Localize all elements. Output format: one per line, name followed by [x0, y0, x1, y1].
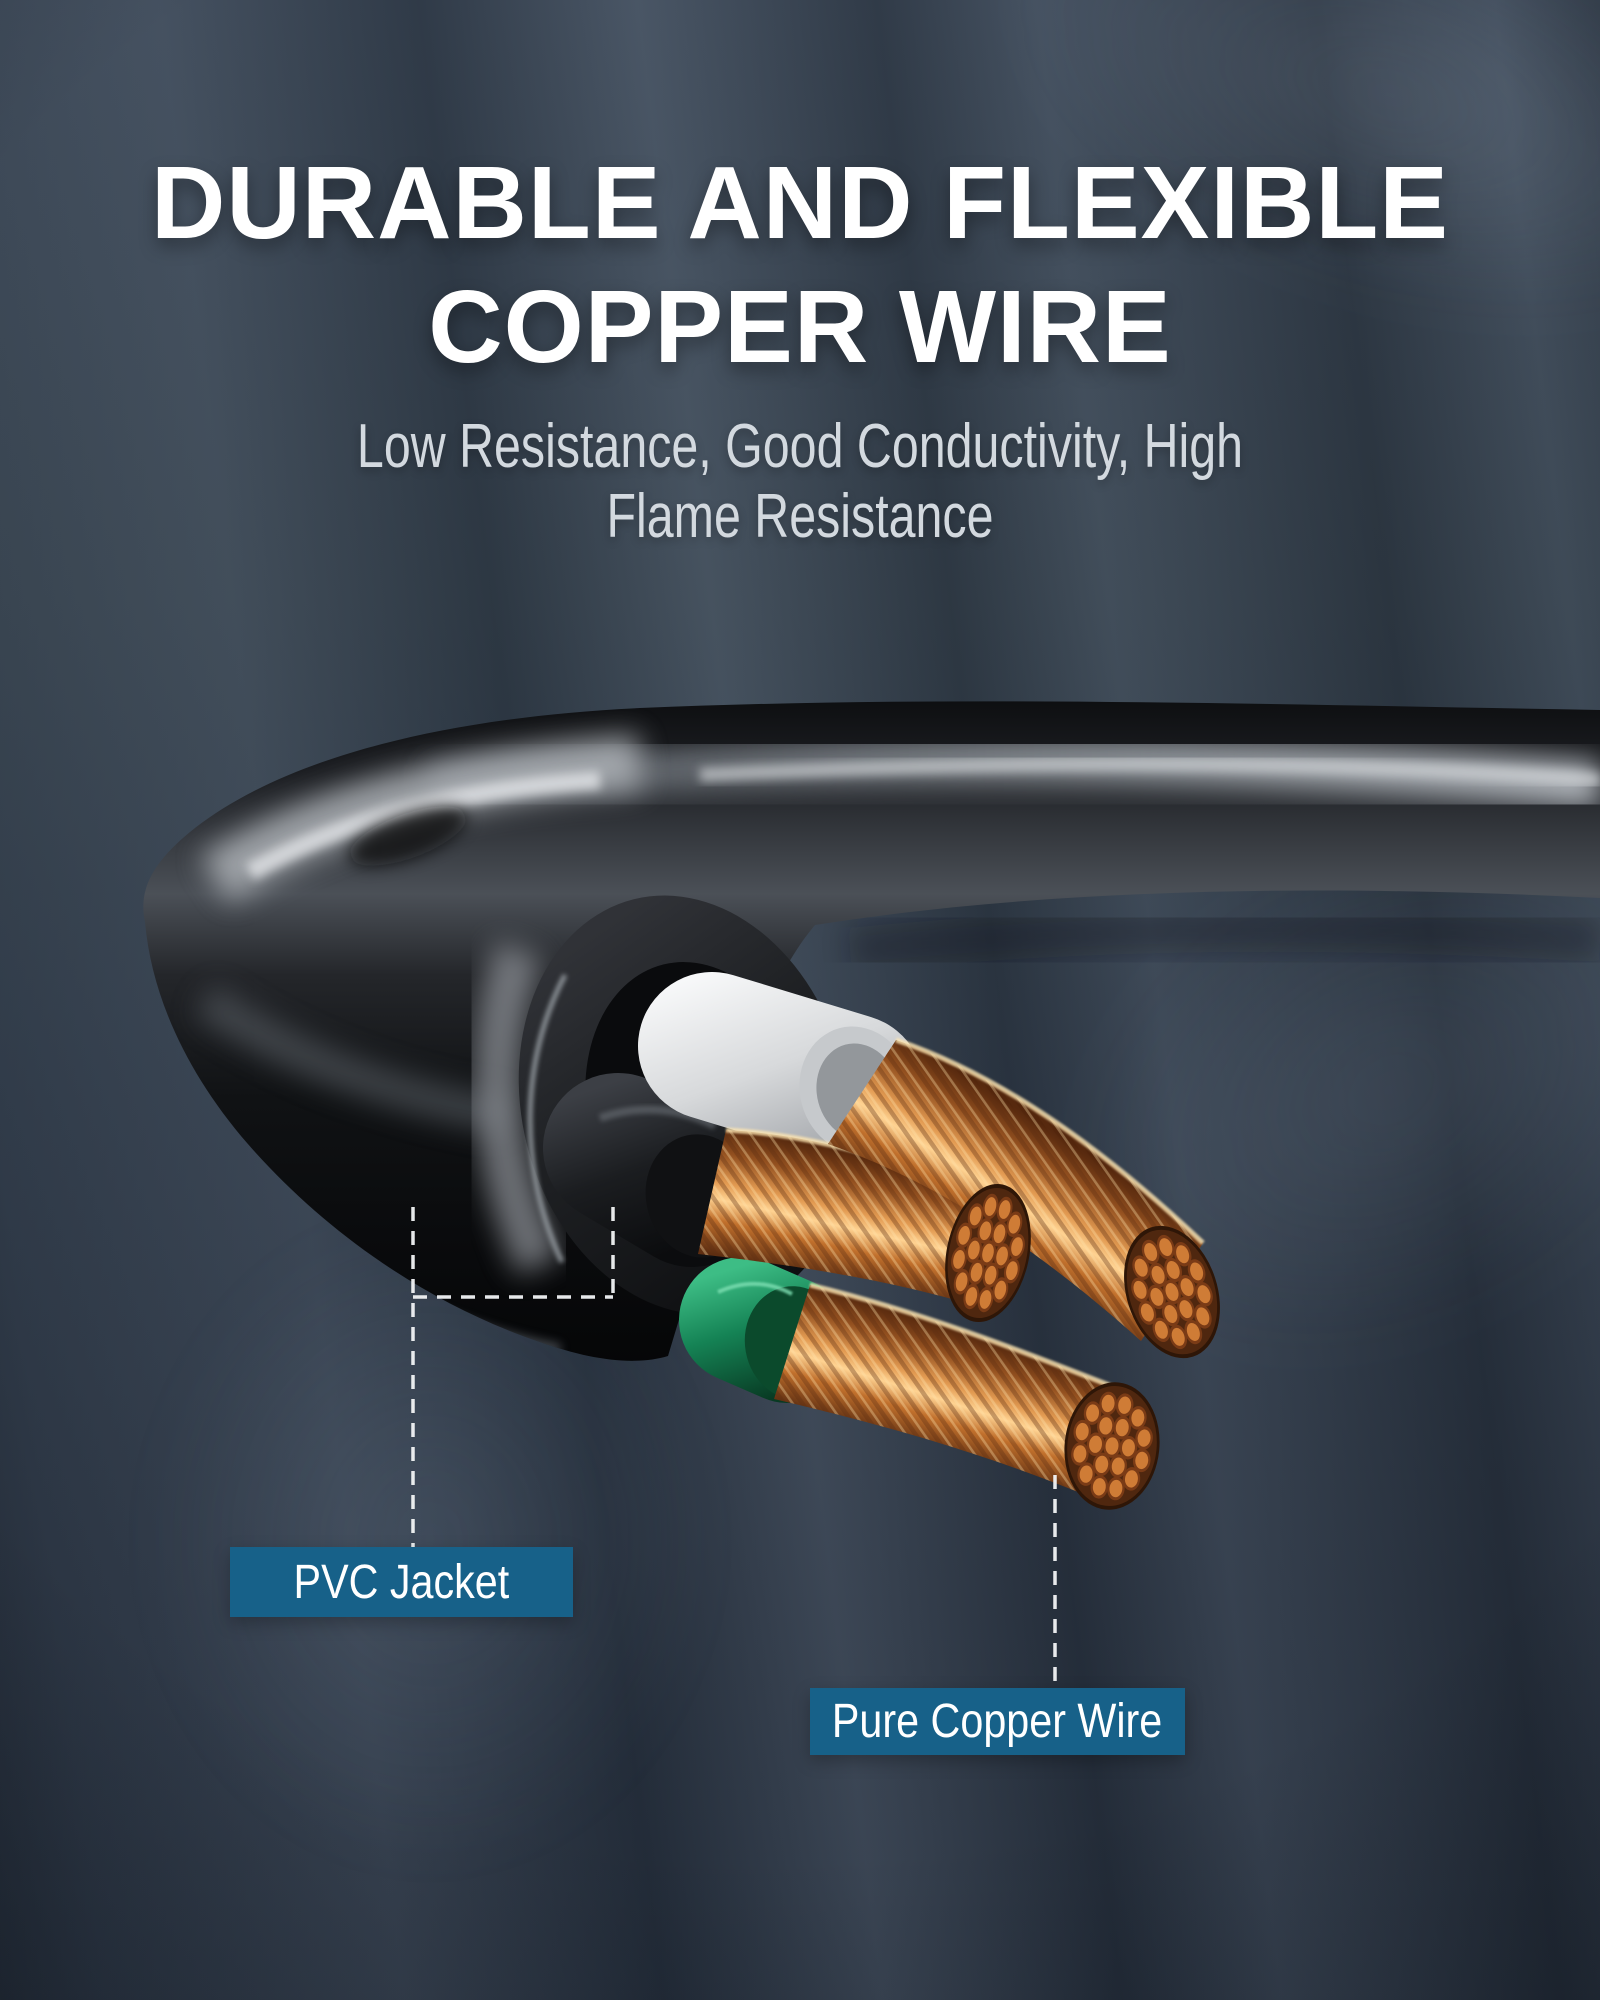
- subtitle: Low Resistance, Good Conductivity, High …: [0, 412, 1600, 552]
- subtitle-line-2: Flame Resistance: [176, 482, 1424, 552]
- label-pure-copper-wire-text: Pure Copper Wire: [832, 1694, 1162, 1749]
- copper-bundle-top: [828, 1037, 1205, 1341]
- page-title: DURABLE AND FLEXIBLE COPPER WIRE: [0, 141, 1600, 389]
- title-line-1: DURABLE AND FLEXIBLE: [0, 141, 1600, 265]
- label-pvc-jacket: PVC Jacket: [230, 1547, 573, 1617]
- label-pvc-jacket-text: PVC Jacket: [294, 1555, 510, 1610]
- title-line-2: COPPER WIRE: [0, 265, 1600, 389]
- jacket-rim-highlight: [527, 973, 568, 1264]
- copper-bundle-bottom: [774, 1282, 1130, 1499]
- cable-shadow: [847, 907, 1600, 972]
- subtitle-line-1: Low Resistance, Good Conductivity, High: [176, 412, 1424, 482]
- pvc-jacket-cable: [143, 701, 1600, 1361]
- label-pure-copper-wire: Pure Copper Wire: [810, 1688, 1185, 1755]
